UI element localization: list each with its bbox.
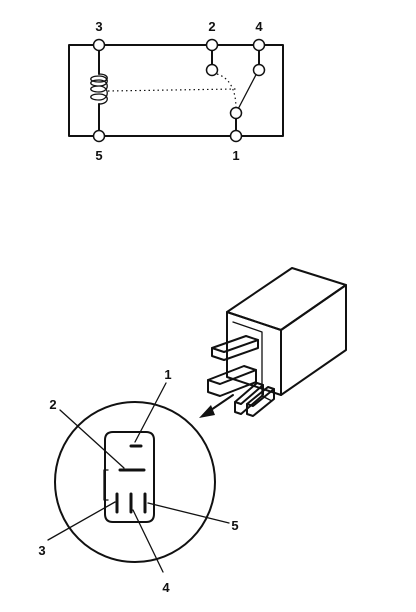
switch-pivot	[229, 106, 243, 120]
pin-label-3: 3	[38, 543, 45, 558]
leader-pin-3	[47, 501, 116, 541]
switch-travel-path	[216, 73, 237, 110]
pin-label-4: 4	[162, 580, 170, 595]
connector-end-view: 1 2 3 4 5	[38, 367, 238, 595]
terminal-2	[205, 38, 219, 52]
terminal-5	[92, 129, 106, 143]
terminal-label-5: 5	[95, 148, 102, 163]
leader-pin-5	[147, 502, 230, 524]
terminal-1	[229, 129, 243, 143]
armature-link	[107, 88, 237, 92]
connector-face	[104, 431, 155, 523]
terminal-label-4: 4	[255, 19, 263, 34]
relay-front-face	[226, 311, 282, 396]
contact-4-point	[252, 63, 266, 77]
terminal-3	[92, 38, 106, 52]
terminal-label-2: 2	[208, 19, 215, 34]
terminal-label-3: 3	[95, 19, 102, 34]
view-arrow	[199, 394, 234, 418]
pin-label-5: 5	[231, 518, 238, 533]
pin-label-1: 1	[164, 367, 171, 382]
terminal-4	[252, 38, 266, 52]
leader-pin-4	[132, 509, 164, 573]
leader-pin-2	[59, 409, 125, 469]
relay-housing-outline	[68, 44, 284, 137]
relay-side-face	[280, 284, 347, 396]
pin-label-2: 2	[49, 397, 56, 412]
relay-top-face	[226, 267, 347, 331]
coil-symbol	[90, 44, 108, 137]
blade-terminals	[207, 335, 275, 417]
relay-schematic: 3 2 4 5 1	[68, 19, 284, 163]
detail-circle	[54, 401, 216, 563]
contact-2-point	[205, 63, 219, 77]
leader-pin-1	[134, 382, 167, 443]
switch-arm	[235, 68, 260, 114]
terminal-label-1: 1	[232, 148, 239, 163]
relay-body-illustration	[207, 267, 347, 417]
